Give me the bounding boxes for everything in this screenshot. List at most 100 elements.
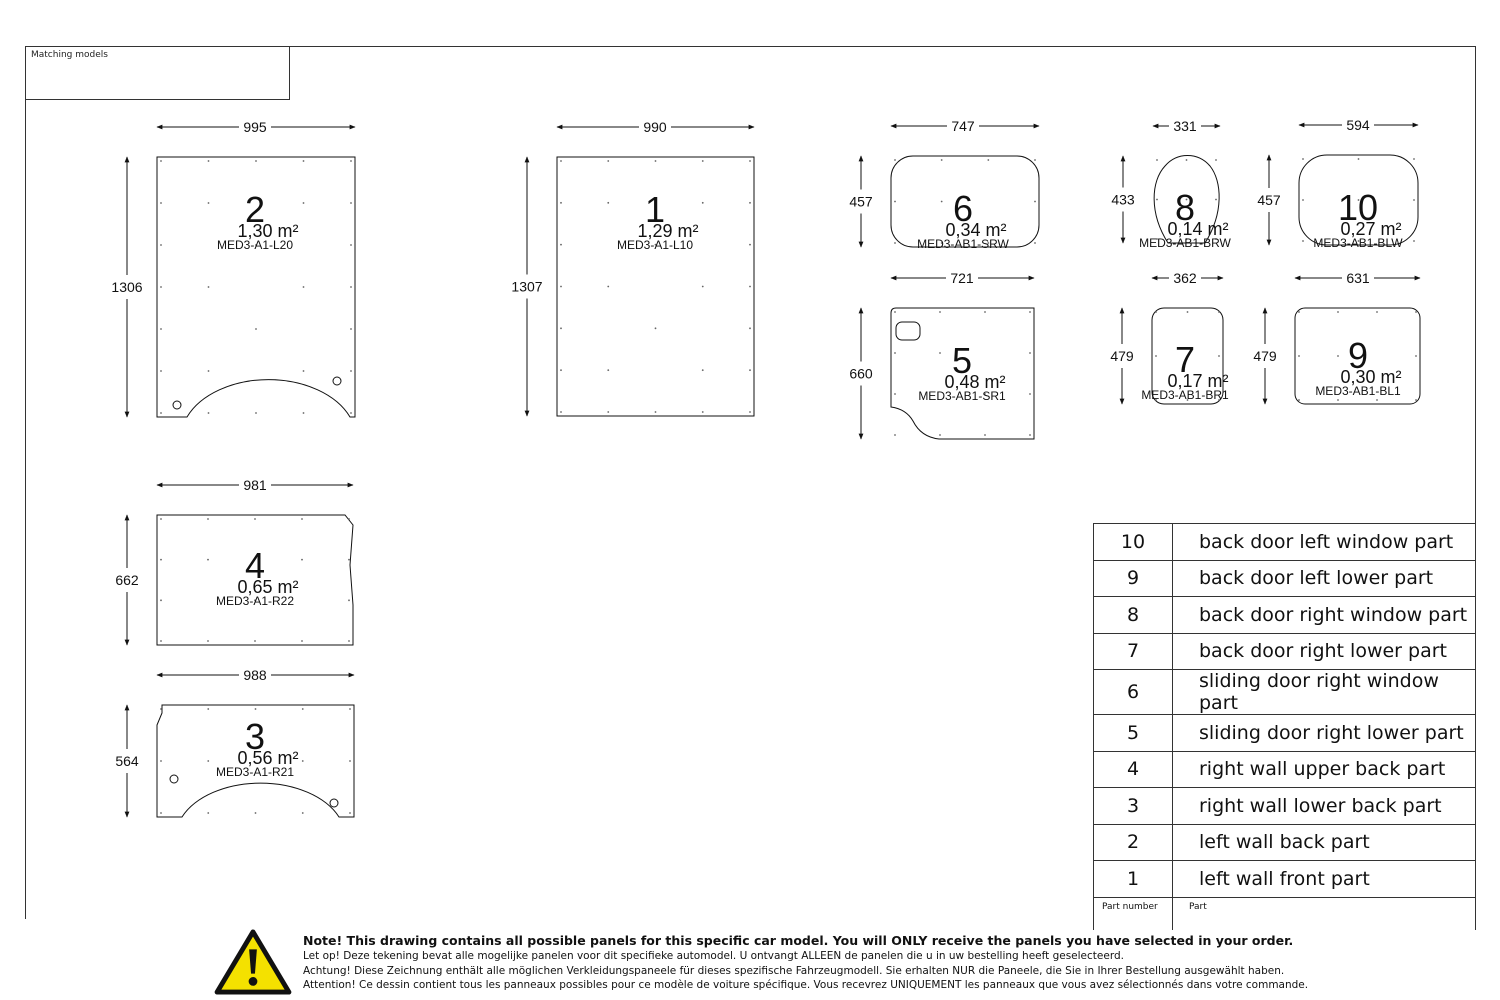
rivet-hole bbox=[654, 411, 657, 413]
rivet-hole bbox=[301, 760, 304, 762]
part-name-cell: right wall lower back part bbox=[1172, 787, 1476, 825]
rivet-hole bbox=[160, 286, 162, 288]
width-dimension: 331 bbox=[1173, 118, 1197, 134]
rivet-hole bbox=[560, 285, 562, 288]
part-number-cell: 1 bbox=[1093, 860, 1173, 898]
rivet-hole bbox=[940, 200, 943, 203]
rivet-hole bbox=[348, 558, 350, 561]
rivet-hole bbox=[749, 327, 751, 330]
rivet-hole bbox=[160, 599, 162, 602]
rivet-hole bbox=[160, 708, 162, 710]
panel-number: 1 bbox=[645, 189, 665, 230]
rivet-hole bbox=[350, 202, 352, 204]
rivet-hole bbox=[1298, 311, 1300, 313]
rivet-hole bbox=[1186, 355, 1189, 357]
rivet-hole bbox=[1218, 311, 1220, 313]
rivet-hole bbox=[350, 160, 352, 162]
rivet-hole bbox=[350, 286, 352, 288]
panel-area: 0,48 m² bbox=[944, 372, 1005, 392]
panel-number: 6 bbox=[953, 188, 973, 229]
rivet-hole bbox=[560, 411, 562, 413]
rivet-hole bbox=[207, 370, 210, 372]
mounting-hole bbox=[169, 774, 179, 784]
rivet-hole bbox=[701, 285, 704, 288]
rivet-hole bbox=[894, 311, 896, 313]
rivet-hole bbox=[348, 640, 350, 642]
panel-number: 5 bbox=[952, 340, 972, 381]
rivet-hole bbox=[749, 285, 751, 288]
rivet-hole bbox=[749, 160, 751, 162]
rivet-hole bbox=[160, 760, 162, 762]
rivet-hole bbox=[254, 518, 256, 520]
rivet-hole bbox=[607, 411, 610, 413]
panel-area: 0,34 m² bbox=[945, 220, 1006, 240]
rivet-hole bbox=[701, 369, 704, 372]
rivet-hole bbox=[1298, 355, 1300, 357]
rivet-hole bbox=[1156, 159, 1158, 161]
part-name-cell: sliding door right lower part bbox=[1172, 714, 1476, 752]
panel-area: 0,27 m² bbox=[1340, 219, 1401, 239]
part-number-cell: 2 bbox=[1093, 823, 1173, 861]
rivet-hole bbox=[207, 412, 210, 414]
rivet-hole bbox=[1337, 399, 1339, 401]
panel-outline bbox=[556, 156, 755, 417]
rivet-hole bbox=[1215, 198, 1217, 201]
part-number-cell: 9 bbox=[1093, 559, 1173, 597]
rivet-hole bbox=[160, 558, 162, 561]
panel-number: 10 bbox=[1338, 187, 1378, 228]
part-name-cell: right wall upper back part bbox=[1172, 750, 1476, 788]
rivet-hole bbox=[207, 760, 210, 762]
matching-models-label: Matching models bbox=[31, 50, 108, 60]
rivet-hole bbox=[349, 708, 351, 710]
order-notice: Note! This drawing contains all possible… bbox=[210, 926, 1490, 998]
width-dimension: 721 bbox=[950, 270, 974, 286]
part-name-cell: left wall front part bbox=[1172, 860, 1476, 898]
panel-code: MED3-AB1-BRW bbox=[1139, 236, 1231, 250]
rivet-hole bbox=[350, 244, 352, 246]
panel-number: 7 bbox=[1175, 339, 1195, 380]
panel-code: MED3-AB1-BLW bbox=[1313, 236, 1403, 250]
rivet-hole bbox=[1413, 158, 1415, 160]
panel-number: 8 bbox=[1175, 187, 1195, 228]
notice-dutch: Let op! Deze tekening bevat alle mogelij… bbox=[303, 950, 1124, 962]
part-name-cell: back door left window part bbox=[1172, 523, 1476, 561]
rivet-hole bbox=[701, 201, 704, 204]
rivet-hole bbox=[1185, 159, 1188, 161]
panel-number: 9 bbox=[1348, 335, 1368, 376]
notice-german: Achtung! Diese Zeichnung enthält alle mö… bbox=[303, 964, 1285, 977]
panel-number: 4 bbox=[245, 545, 265, 586]
window-cutout bbox=[895, 321, 921, 341]
rivet-hole bbox=[1155, 355, 1157, 357]
rivet-hole bbox=[1186, 311, 1189, 313]
notice-text: Note! This drawing contains all possible… bbox=[303, 933, 1308, 993]
rivet-hole bbox=[1156, 238, 1158, 240]
notice-english: Note! This drawing contains all possible… bbox=[303, 933, 1294, 948]
rivet-hole bbox=[160, 328, 162, 330]
panel-area: 1,30 m² bbox=[237, 221, 298, 241]
rivet-hole bbox=[894, 159, 896, 161]
rivet-hole bbox=[939, 434, 941, 436]
panel-number: 2 bbox=[245, 189, 265, 230]
rivet-hole bbox=[894, 200, 896, 203]
panel-outline bbox=[1294, 307, 1421, 405]
rivet-hole bbox=[560, 369, 562, 372]
rivet-hole bbox=[1034, 242, 1036, 244]
panel-code: MED3-A1-R22 bbox=[216, 594, 294, 608]
rivet-hole bbox=[350, 370, 352, 372]
rivet-hole bbox=[349, 812, 351, 814]
rivet-hole bbox=[1029, 434, 1031, 436]
panel-area: 1,29 m² bbox=[637, 221, 698, 241]
rivet-hole bbox=[654, 160, 657, 162]
rivet-hole bbox=[1186, 399, 1189, 401]
rivet-hole bbox=[1155, 311, 1157, 313]
panel-code: MED3-AB1-SRW bbox=[917, 237, 1009, 251]
